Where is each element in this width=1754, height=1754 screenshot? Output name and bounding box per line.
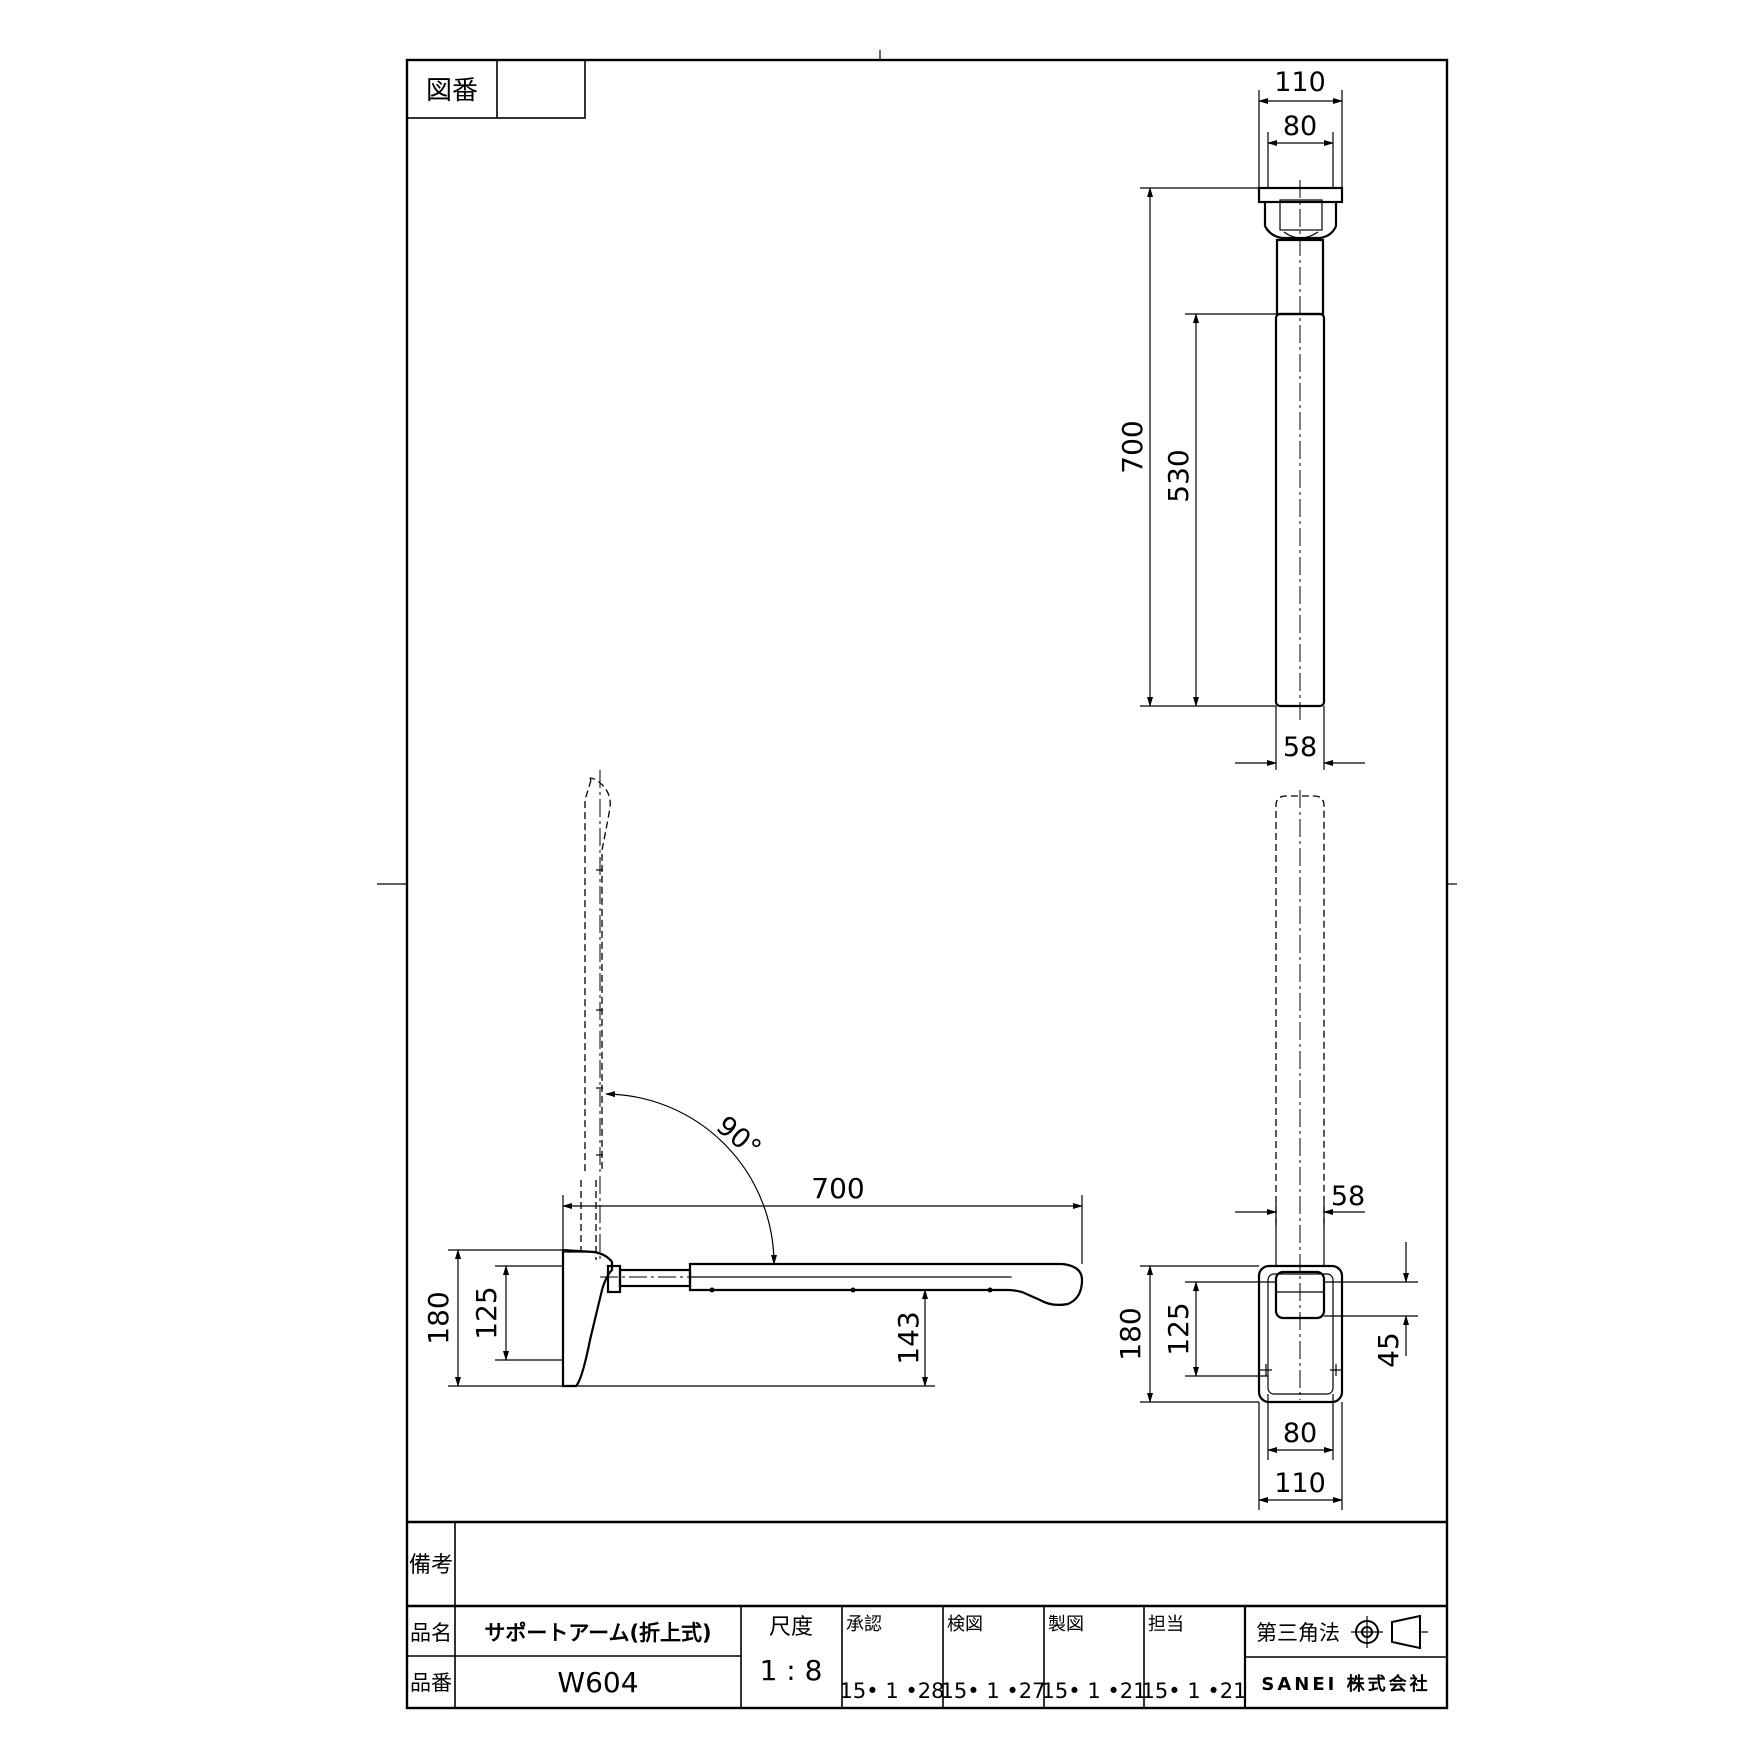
top-base-socket — [1279, 199, 1323, 231]
dim-side-180: 180 — [422, 1291, 455, 1344]
front-base-plate — [1257, 1264, 1344, 1404]
dim-front-80: 80 — [1283, 1418, 1317, 1449]
front-grip-end — [1274, 1270, 1326, 1320]
title-block: 備考 品名 サポートアーム(折上式) 品番 W604 尺度 1 : 8 承認 1… — [407, 1520, 1447, 1708]
dim-front-180: 180 — [1114, 1307, 1147, 1360]
dim-side-700: 700 — [811, 1172, 864, 1205]
side-view: 90° 700 180 125 143 — [422, 770, 1084, 1388]
drafting-date: 15• 1 •21 — [1042, 1679, 1147, 1703]
drawing-frame — [405, 58, 1449, 1710]
side-grip-bar — [688, 1262, 1084, 1306]
charge-date: 15• 1 •21 — [1142, 1679, 1247, 1703]
approval-date: 15• 1 •28 — [840, 1679, 945, 1703]
charge-label: 担当 — [1148, 1614, 1184, 1635]
side-arm-rod — [618, 1268, 692, 1288]
dim-front-125: 125 — [1162, 1302, 1195, 1355]
third-angle-projection-icon — [1351, 1614, 1428, 1650]
dim-front-110: 110 — [1274, 1468, 1326, 1499]
front-view: 58 180 125 45 80 110 — [1114, 790, 1418, 1510]
drawing-number-label: 図番 — [426, 76, 478, 106]
company-name: SANEI 株式会社 — [1261, 1673, 1430, 1695]
dim-top-58: 58 — [1283, 732, 1317, 763]
approval-label: 承認 — [846, 1614, 882, 1635]
side-hinge — [606, 1264, 622, 1294]
dim-side-angle: 90° — [710, 1110, 767, 1165]
front-base-inner — [1267, 1273, 1334, 1395]
dim-top-530: 530 — [1162, 449, 1195, 502]
top-view: 110 80 700 530 58 — [1116, 67, 1365, 770]
dim-front-58: 58 — [1331, 1181, 1365, 1212]
side-wall-bracket — [561, 1248, 614, 1388]
side-angle-arc — [605, 1091, 777, 1265]
drafting-label: 製図 — [1048, 1614, 1084, 1635]
front-grip-phantom — [1275, 795, 1325, 1225]
dim-front-45: 45 — [1372, 1332, 1405, 1368]
dim-top-700: 700 — [1116, 420, 1149, 473]
dim-side-143: 143 — [892, 1311, 925, 1364]
product-no-label: 品番 — [410, 1671, 452, 1695]
dim-side-125: 125 — [470, 1286, 503, 1339]
check-date: 15• 1 •27 — [941, 1679, 1046, 1703]
scale-value: 1 : 8 — [760, 1654, 823, 1687]
product-name-label: 品名 — [410, 1621, 452, 1645]
drawing-number-box: 図番 — [406, 59, 586, 119]
side-folded-arm-phantom — [584, 777, 611, 1260]
dim-top-80: 80 — [1283, 111, 1317, 142]
dim-top-110: 110 — [1274, 67, 1326, 98]
product-no: W604 — [557, 1666, 638, 1699]
remarks-label: 備考 — [409, 1553, 453, 1578]
check-label: 検図 — [947, 1614, 983, 1635]
scale-label: 尺度 — [769, 1615, 813, 1640]
product-name: サポートアーム(折上式) — [484, 1621, 711, 1645]
projection-label: 第三角法 — [1256, 1621, 1340, 1645]
